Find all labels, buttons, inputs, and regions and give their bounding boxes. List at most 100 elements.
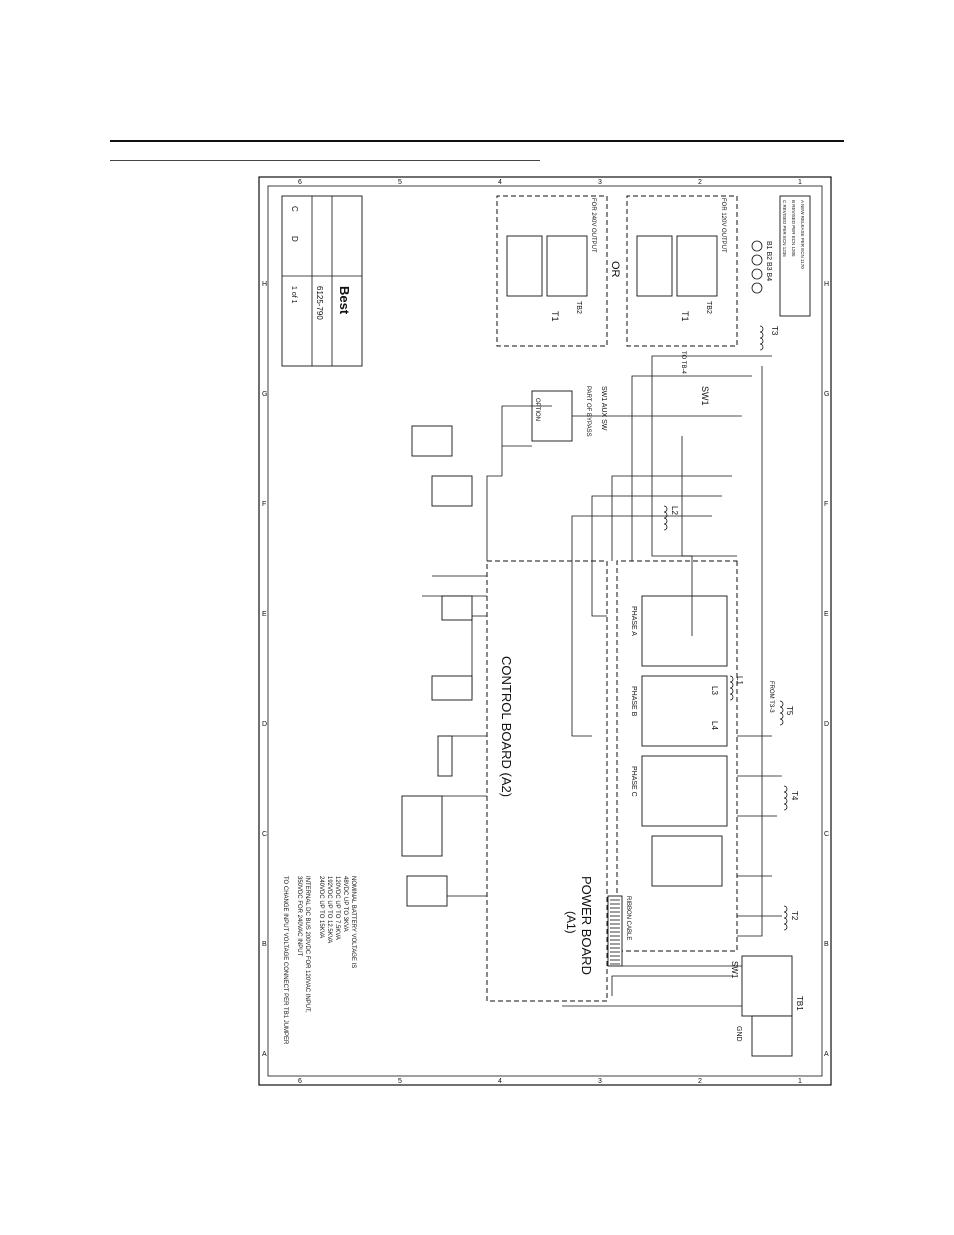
l2-label: L2 [670, 506, 679, 515]
for-240v-label: FOR 240V OUTPUT [590, 198, 596, 253]
row-marker: 6 [298, 1078, 302, 1085]
control-board-label: CONTROL BOARD (A2) [499, 656, 514, 797]
to-tb-label: TO TB-4 [680, 351, 686, 374]
drawing-number: 6125-790 [315, 286, 324, 320]
gnd-label: GND [735, 1026, 742, 1042]
t5-label: T5 [785, 706, 794, 716]
coil-turn [779, 706, 784, 714]
phase-b-label: PHASE B [630, 686, 637, 717]
ribbon-connector: RIBBON CABLE [607, 895, 631, 967]
note-line-5: INTERNAL DC BUS 200VDC FOR 120VAC INPUT, [304, 876, 310, 1013]
coil-turn [759, 343, 764, 351]
control-connectors [401, 425, 473, 907]
t4-label: T4 [790, 791, 799, 801]
column-marker: H [262, 281, 267, 288]
coil-turn [783, 911, 788, 919]
control-board-outline [486, 560, 608, 1002]
coil-turn [663, 523, 668, 531]
note-line-7: TO CHANGE INPUT VOLTAGE CONNECT PER TB1 … [282, 876, 288, 1045]
coil-turn [783, 785, 788, 793]
row-marker: 1 [798, 179, 802, 186]
coil-turn [759, 337, 764, 345]
tb2-label-a: TB2 [705, 301, 712, 314]
coil-turn [759, 325, 764, 333]
coil-turn [783, 797, 788, 805]
transformer-t1-240: FOR 240V OUTPUT T1 TB2 [496, 195, 608, 347]
notes: NOMINAL BATTERY VOLTAGE IS 48VDC UP TO 3… [282, 876, 356, 1045]
column-marker: E [262, 611, 267, 618]
coil-turn [783, 923, 788, 931]
top-rule [110, 140, 844, 142]
column-marker: F [262, 501, 266, 508]
battery-cell [751, 240, 763, 252]
column-marker: C [262, 831, 267, 838]
phase-modules: PHASE A PHASE B PHASE C [630, 595, 728, 887]
revision-table: A NEW RELEASE PER ECN 1170 B REVISED PER… [779, 195, 811, 317]
magnetics: T2 T3 T4 T5 L1 L2 L3 L4 FROM T3-3 TO TB-… [663, 325, 799, 931]
gnd-block [751, 1015, 793, 1057]
revision-c: C REVISED PER ECN 1236 [782, 200, 787, 257]
note-line-6: 350VDC FOR 240VAC INPUT [296, 876, 302, 957]
output-240v-box [496, 195, 608, 347]
column-marker: G [262, 391, 267, 398]
sw1-input-label: SW1 [730, 961, 739, 979]
row-marker: 2 [698, 1078, 702, 1085]
wiring [422, 355, 782, 1007]
revision-b: B REVISED PER ECN 1205 [791, 200, 796, 257]
coil-turn [783, 905, 788, 913]
coil-turn [783, 791, 788, 799]
for-120v-label: FOR 120V OUTPUT [720, 198, 726, 253]
title-block: Best 6125-790 1 of 1 C D [281, 195, 363, 367]
revision-letter: C [290, 206, 299, 212]
row-marker: 3 [598, 1078, 602, 1085]
row-marker: 6 [298, 179, 302, 186]
column-marker: E [824, 611, 829, 618]
column-marker: B [824, 941, 829, 948]
note-line-2: 120VDC UP TO 7.5KVA [334, 876, 340, 940]
battery-label: B1 B2 B3 B4 [765, 241, 772, 281]
row-marker: 4 [498, 179, 502, 186]
note-line-4: 240VDC UP TO 15KVA [318, 876, 324, 938]
coil-turn [779, 718, 784, 726]
coil-turn [779, 712, 784, 720]
ribbon-cable-label: RIBBON CABLE [625, 896, 631, 940]
phase-a-label: PHASE A [630, 606, 637, 636]
coil-turn [729, 693, 734, 701]
note-line-1: 48VDC UP TO 3KVA [342, 876, 348, 932]
phase-c-module [641, 755, 728, 827]
or-label: OR [609, 261, 621, 278]
column-marker: A [262, 1051, 267, 1058]
note-line-3: 192VDC UP TO 12.5KVA [326, 876, 332, 943]
phase-b-module [641, 675, 728, 747]
coil-turn [783, 917, 788, 925]
inner-frame [267, 185, 823, 1077]
phase-c-label: PHASE C [630, 766, 637, 797]
coil-turn [729, 681, 734, 689]
coil-turn [783, 803, 788, 811]
coil-turn [663, 517, 668, 525]
battery-string: B1 B2 B3 B4 [751, 240, 772, 294]
row-marker: 2 [698, 179, 702, 186]
coil-turn [663, 511, 668, 519]
row-marker: 4 [498, 1078, 502, 1085]
t3-label: T3 [770, 326, 779, 336]
tb1-label: TB1 [795, 996, 804, 1011]
sheet-number: 1 of 1 [290, 286, 297, 304]
sheet-size: D [290, 236, 299, 242]
l1-label: L1 [735, 676, 744, 685]
sub-rule [110, 160, 540, 161]
row-marker: 3 [598, 179, 602, 186]
column-marker: H [824, 281, 829, 288]
column-marker: B [262, 941, 267, 948]
column-marker: D [262, 721, 267, 728]
coil-turn [759, 331, 764, 339]
option-label: OPTION [534, 398, 540, 421]
battery-cell [751, 254, 763, 266]
battery-cell [751, 268, 763, 280]
row-marker: 5 [398, 179, 402, 186]
power-board-ref: (A1) [564, 911, 578, 934]
part-of-bypass-label: PART OF BYPASS [585, 386, 591, 437]
title-logo: Best [337, 286, 352, 315]
